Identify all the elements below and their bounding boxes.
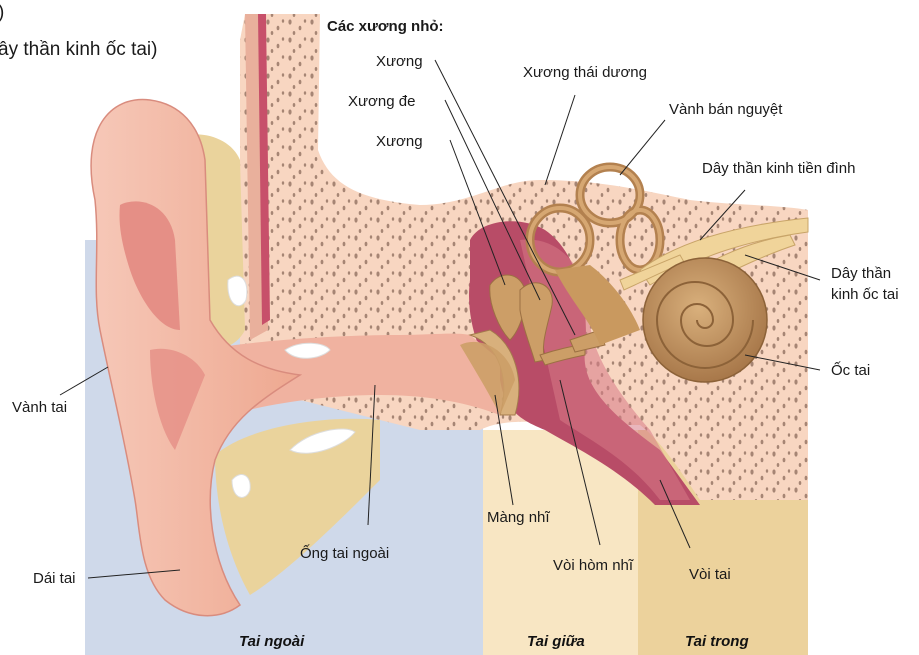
label-xuong-2: Xương [376, 133, 423, 150]
region-label-inner: Tai trong [685, 633, 749, 650]
label-oc-tai: Ốc tai [831, 361, 870, 379]
label-day-than-line2: kinh ốc tai [831, 286, 899, 303]
label-vanh-ban-nguyet: Vành bán nguyệt [669, 101, 783, 118]
label-voi-tai: Vòi tai [689, 566, 731, 583]
region-label-outer: Tai ngoài [239, 633, 305, 650]
label-day-than-kinh-tien-dinh: Dây thần kinh tiền đình [702, 160, 855, 177]
header-line-2: ây thần kinh ốc tai) [0, 39, 157, 60]
label-day-than-line1: Dây thần [831, 265, 891, 282]
cochlea [643, 258, 767, 382]
label-dai-tai: Dái tai [33, 570, 76, 587]
label-xuong-de: Xương đe [348, 93, 415, 110]
region-label-middle: Tai giữa [527, 633, 585, 650]
label-xuong-thai-duong: Xương thái dương [523, 64, 647, 81]
header-line-1: ) [0, 2, 4, 23]
label-mang-nhi: Màng nhĩ [487, 509, 550, 526]
label-voi-hom-nhi: Vòi hòm nhĩ [553, 557, 634, 574]
label-xuong-1: Xương [376, 53, 423, 70]
label-ong-tai-ngoai: Ống tai ngoài [300, 544, 389, 562]
ossicles-heading: Các xương nhỏ: [327, 18, 444, 35]
label-vanh-tai: Vành tai [12, 399, 67, 416]
